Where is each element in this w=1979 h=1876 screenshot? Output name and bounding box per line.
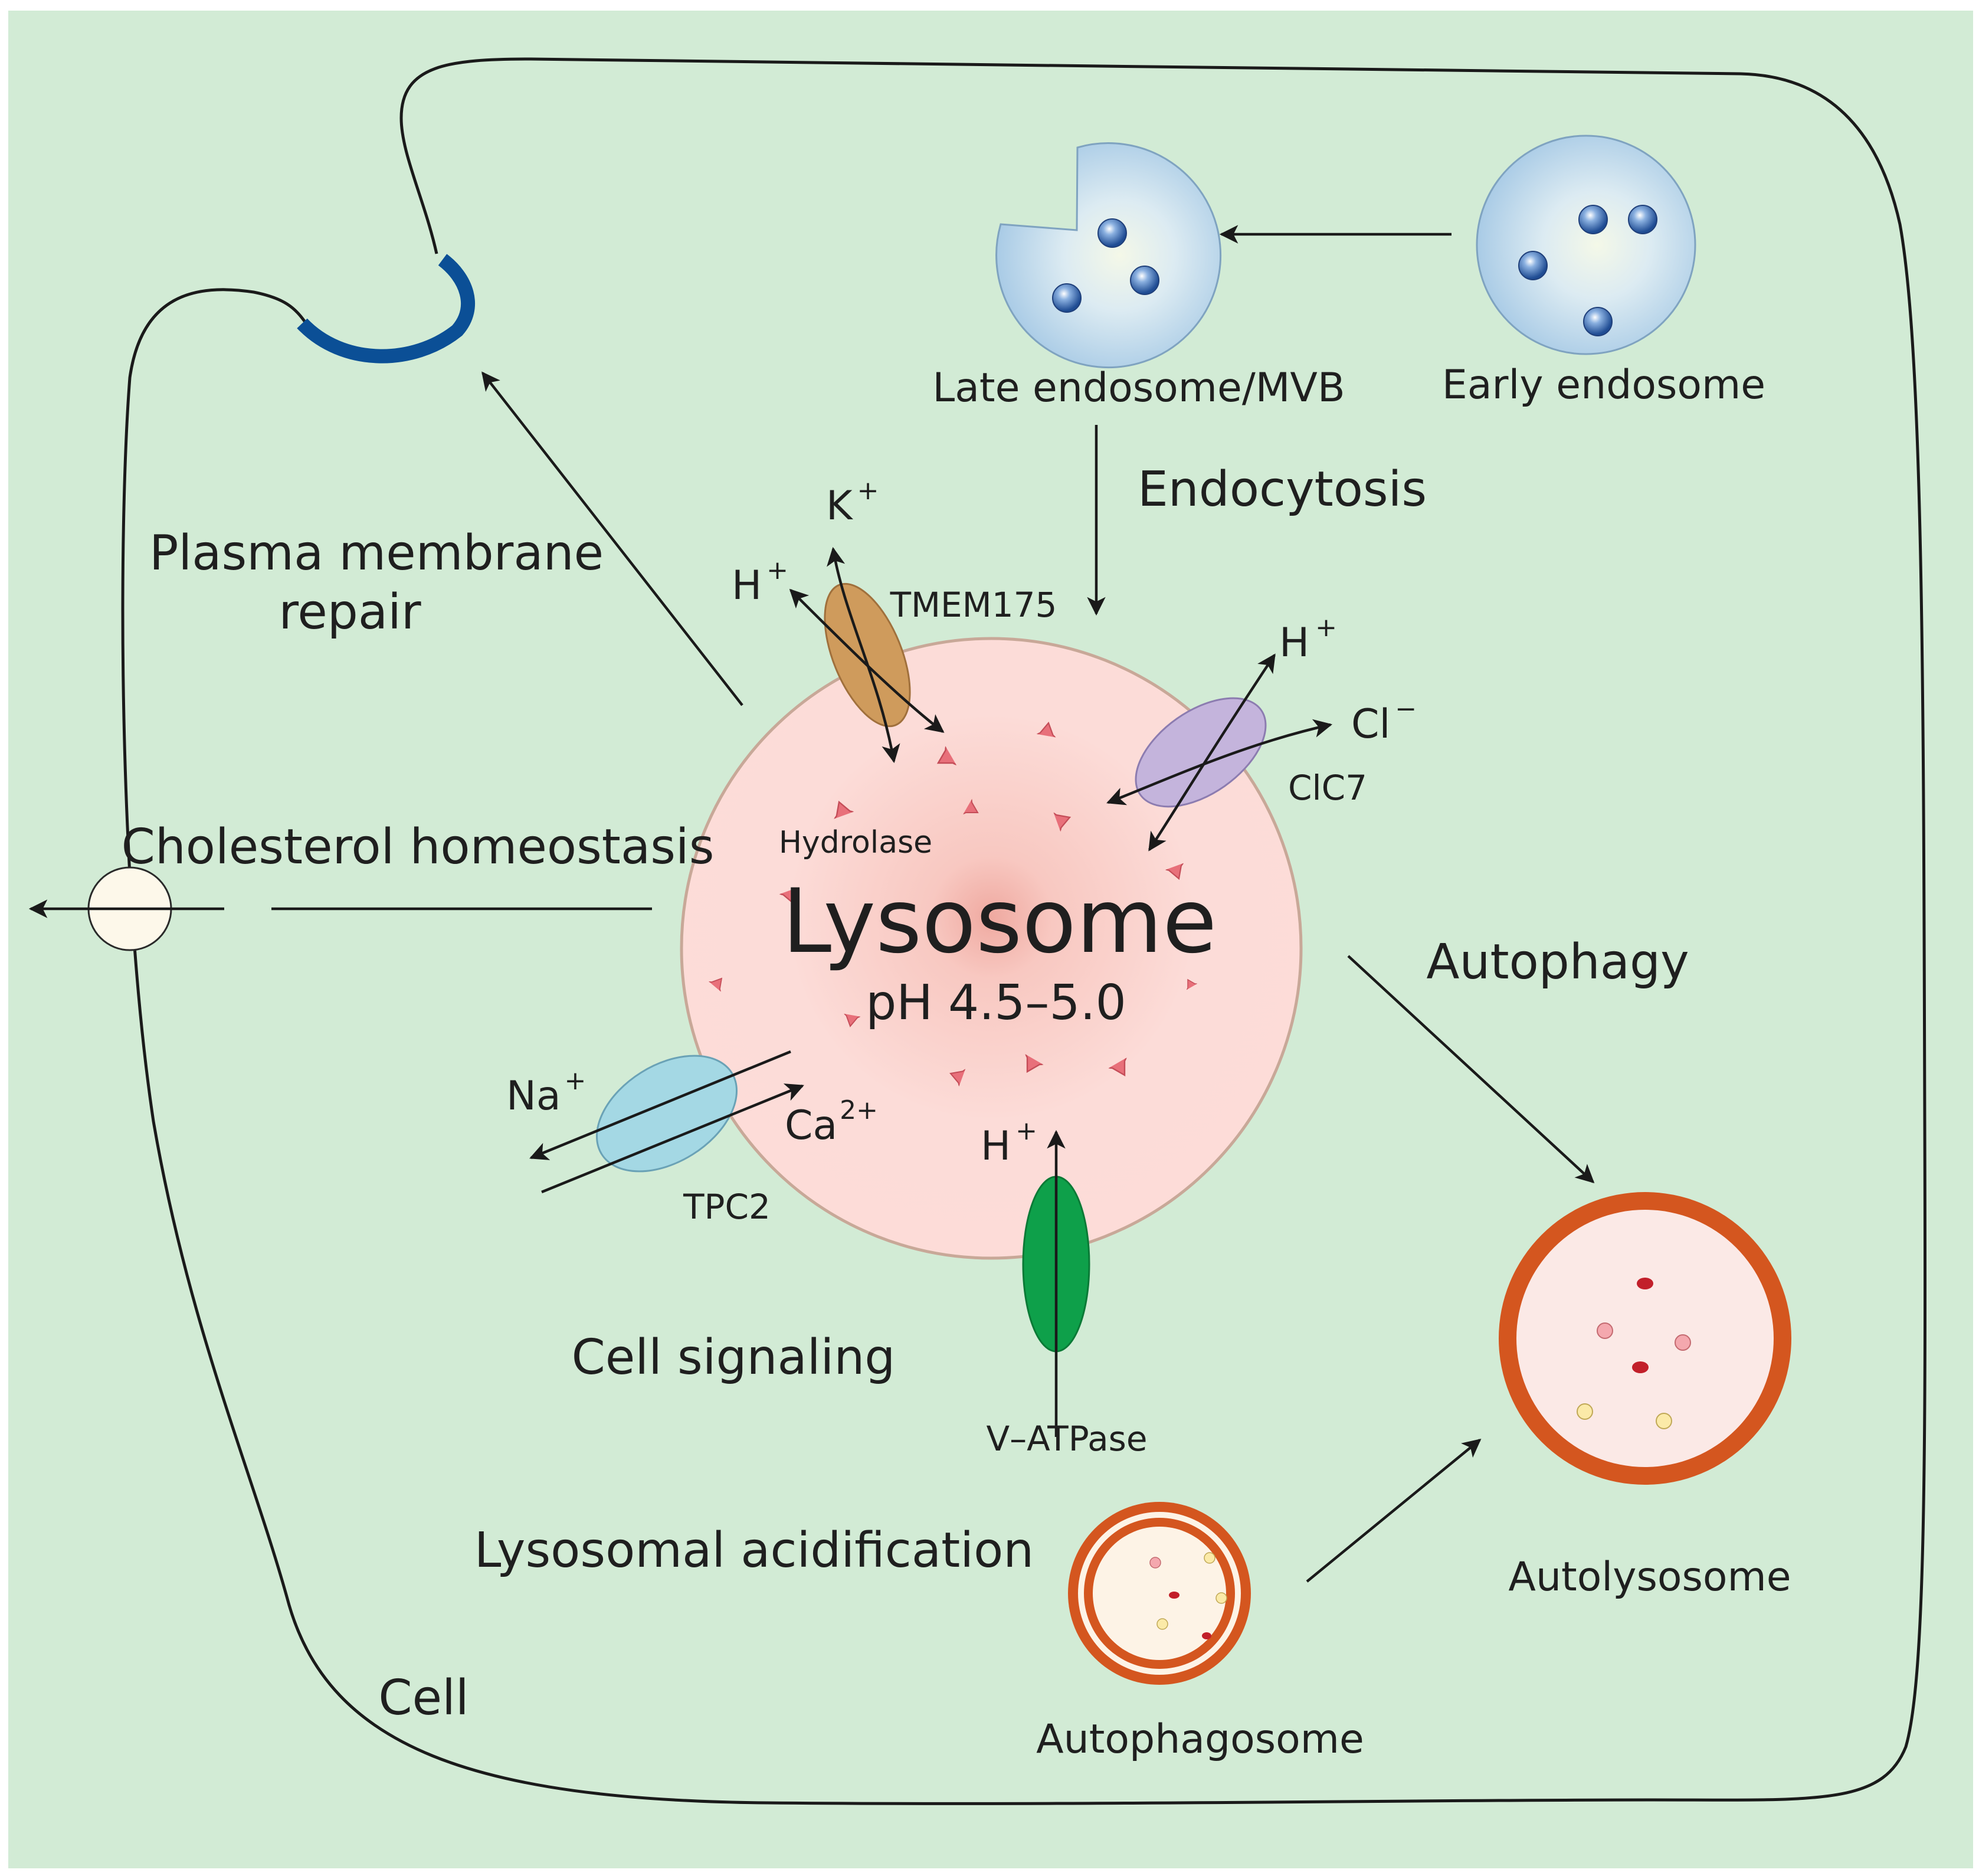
- tpc2-label: TPC2: [683, 1187, 771, 1227]
- cell-label: Cell: [378, 1670, 468, 1726]
- v-atpase-pump: [1022, 1129, 1090, 1437]
- autolysosome-label: Autolysosome: [1508, 1554, 1791, 1600]
- early-endosome-label: Early endosome: [1442, 362, 1765, 408]
- clc7-cl-ion-label: Cl−: [1351, 694, 1417, 748]
- lysosome-label: Lysosome: [782, 870, 1217, 973]
- late-endosome: [995, 142, 1222, 369]
- late-endosome-label: Late endosome/MVB: [932, 365, 1345, 411]
- membrane-repair-arrow: [481, 371, 743, 706]
- v-atpase-label: V–ATPase: [986, 1419, 1147, 1459]
- v-atpase-h-ion-label: H+: [981, 1116, 1037, 1170]
- plasma-membrane-repair-label-line1: Plasma membrane: [149, 525, 604, 581]
- tpc2-ca-ion-label: Ca2+: [785, 1095, 878, 1149]
- autophagy-arrow: [1347, 955, 1595, 1184]
- clc7-h-ion-label: H+: [1279, 613, 1337, 666]
- hydrolase-label: Hydrolase: [779, 825, 932, 860]
- lysosomal-acidification-label: Lysosomal acidification: [474, 1523, 1034, 1579]
- lysosome-ph-label: pH 4.5–5.0: [866, 975, 1126, 1031]
- autophagosome: [1068, 1502, 1251, 1685]
- membrane-repair-patch: [297, 254, 475, 364]
- cholesterol-homeostasis-label: Cholesterol homeostasis: [122, 819, 715, 875]
- autophagosome-to-autolysosome-arrow: [1306, 1439, 1482, 1583]
- tmem175-label: TMEM175: [890, 585, 1057, 625]
- tmem175-channel: [789, 546, 945, 764]
- clc7-channel: [1106, 653, 1333, 852]
- autophagosome-label: Autophagosome: [1036, 1716, 1364, 1763]
- tpc2-na-ion-label: Na+: [506, 1066, 586, 1119]
- tmem175-h-ion-label: H+: [732, 555, 788, 609]
- tmem175-k-ion-label: K+: [826, 476, 879, 529]
- autolysosome: [1499, 1192, 1791, 1485]
- autophagy-label: Autophagy: [1426, 934, 1689, 990]
- tpc2-channel: [529, 1050, 804, 1194]
- early-endosome: [1476, 135, 1696, 355]
- clc7-label: ClC7: [1288, 768, 1367, 808]
- endocytosis-label: Endocytosis: [1138, 461, 1427, 518]
- cell-signaling-label: Cell signaling: [572, 1330, 896, 1386]
- plasma-membrane-repair-label-line2: repair: [278, 584, 421, 640]
- cell-membrane: [121, 57, 1927, 1805]
